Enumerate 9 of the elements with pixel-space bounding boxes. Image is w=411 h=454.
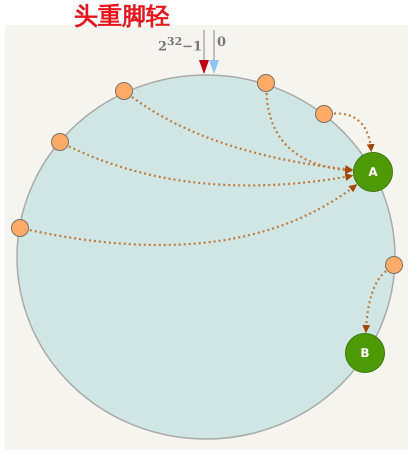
arrow — [131, 96, 354, 173]
title: 头重脚轻 — [74, 2, 170, 30]
position-label: 2$^{32}$−1 — [158, 35, 202, 54]
position-label: 0 — [217, 35, 226, 50]
arrow — [265, 92, 354, 174]
arrow — [334, 112, 374, 152]
arrow — [362, 270, 387, 334]
arrow — [30, 184, 358, 246]
arrow — [68, 145, 354, 187]
